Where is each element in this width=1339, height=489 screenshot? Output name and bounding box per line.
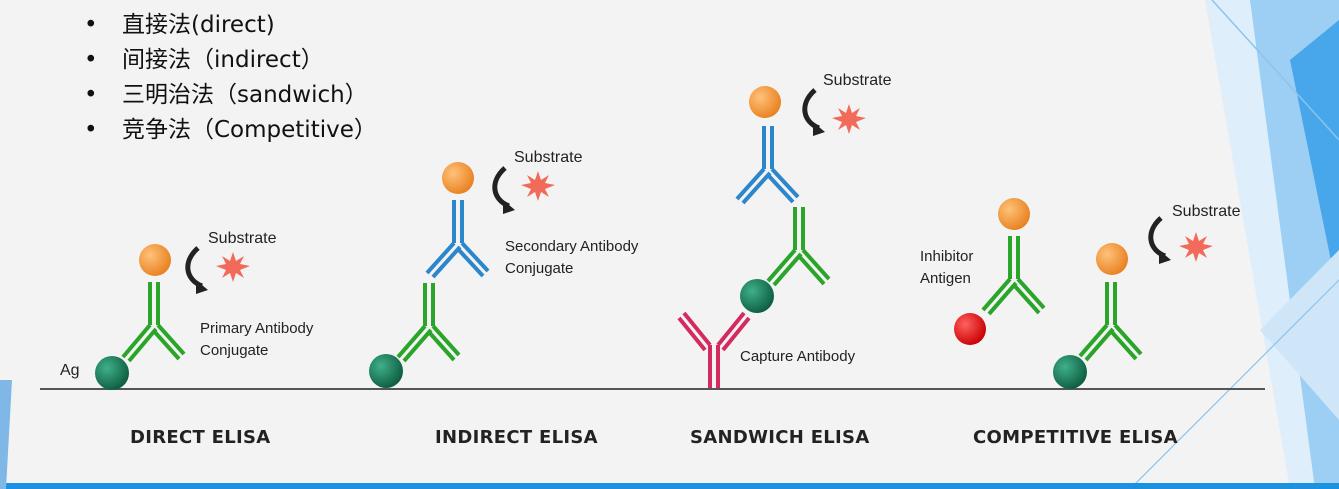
panel-title-direct: DIRECT ELISA	[130, 427, 271, 448]
primary-antibody	[396, 283, 461, 363]
substrate-label: Substrate	[514, 149, 583, 166]
panel-title-competitive: COMPETITIVE ELISA	[973, 427, 1178, 448]
sandwich-elisa-figure	[677, 86, 866, 388]
substrate-burst-icon	[832, 104, 866, 134]
list-item: •间接法（indirect）	[84, 47, 324, 73]
reaction-arrow-icon	[802, 88, 821, 131]
inhibitor-antigen	[954, 313, 986, 345]
capture-antibody	[677, 311, 751, 388]
antigen	[369, 354, 403, 388]
enzyme	[749, 86, 781, 118]
substrate-burst-icon	[216, 252, 250, 282]
antigen	[95, 356, 129, 390]
substrate-label: Substrate	[823, 72, 892, 89]
secondary-conjugate-label: Conjugate	[505, 260, 574, 277]
enzyme	[139, 244, 171, 276]
substrate-burst-icon	[521, 171, 555, 201]
inhibitor-label: Inhibitor	[920, 248, 974, 265]
panel-title-indirect: INDIRECT ELISA	[435, 427, 598, 448]
primary-antibody	[121, 282, 186, 363]
list-item: •直接法(direct)	[84, 12, 275, 38]
antigen	[1053, 355, 1087, 389]
reaction-arrow-icon	[1148, 216, 1167, 259]
primary-antibody	[766, 207, 831, 287]
substrate-burst-icon	[1179, 232, 1213, 262]
substrate-label: Substrate	[1172, 203, 1241, 220]
reaction-arrow-icon	[185, 246, 204, 289]
secondary-antibody-label: Secondary Antibody	[505, 238, 639, 255]
enzyme	[442, 162, 474, 194]
antigen-label: Antigen	[920, 270, 971, 287]
secondary-antibody	[425, 200, 490, 279]
direct-elisa-figure	[95, 244, 250, 390]
enzyme	[998, 198, 1030, 230]
enzyme	[1096, 243, 1128, 275]
free-antibody	[981, 236, 1046, 316]
substrate-label: Substrate	[208, 230, 277, 247]
competitive-elisa-figure	[954, 198, 1213, 389]
list-item: •三明治法（sandwich）	[84, 82, 368, 108]
antigen	[740, 279, 774, 313]
secondary-antibody	[735, 126, 800, 205]
primary-conjugate-label: Conjugate	[200, 342, 269, 359]
list-item: •竞争法（Competitive）	[84, 117, 377, 143]
reaction-arrow-icon	[492, 166, 511, 209]
panel-title-sandwich: SANDWICH ELISA	[690, 427, 870, 448]
ag-label: Ag	[60, 362, 80, 379]
method-list: •直接法(direct) •间接法（indirect） •三明治法（sandwi…	[80, 8, 377, 148]
indirect-elisa-figure	[369, 162, 555, 388]
primary-antibody	[1078, 282, 1143, 362]
primary-antibody-label: Primary Antibody	[200, 320, 314, 337]
capture-antibody-label: Capture Antibody	[740, 348, 856, 365]
